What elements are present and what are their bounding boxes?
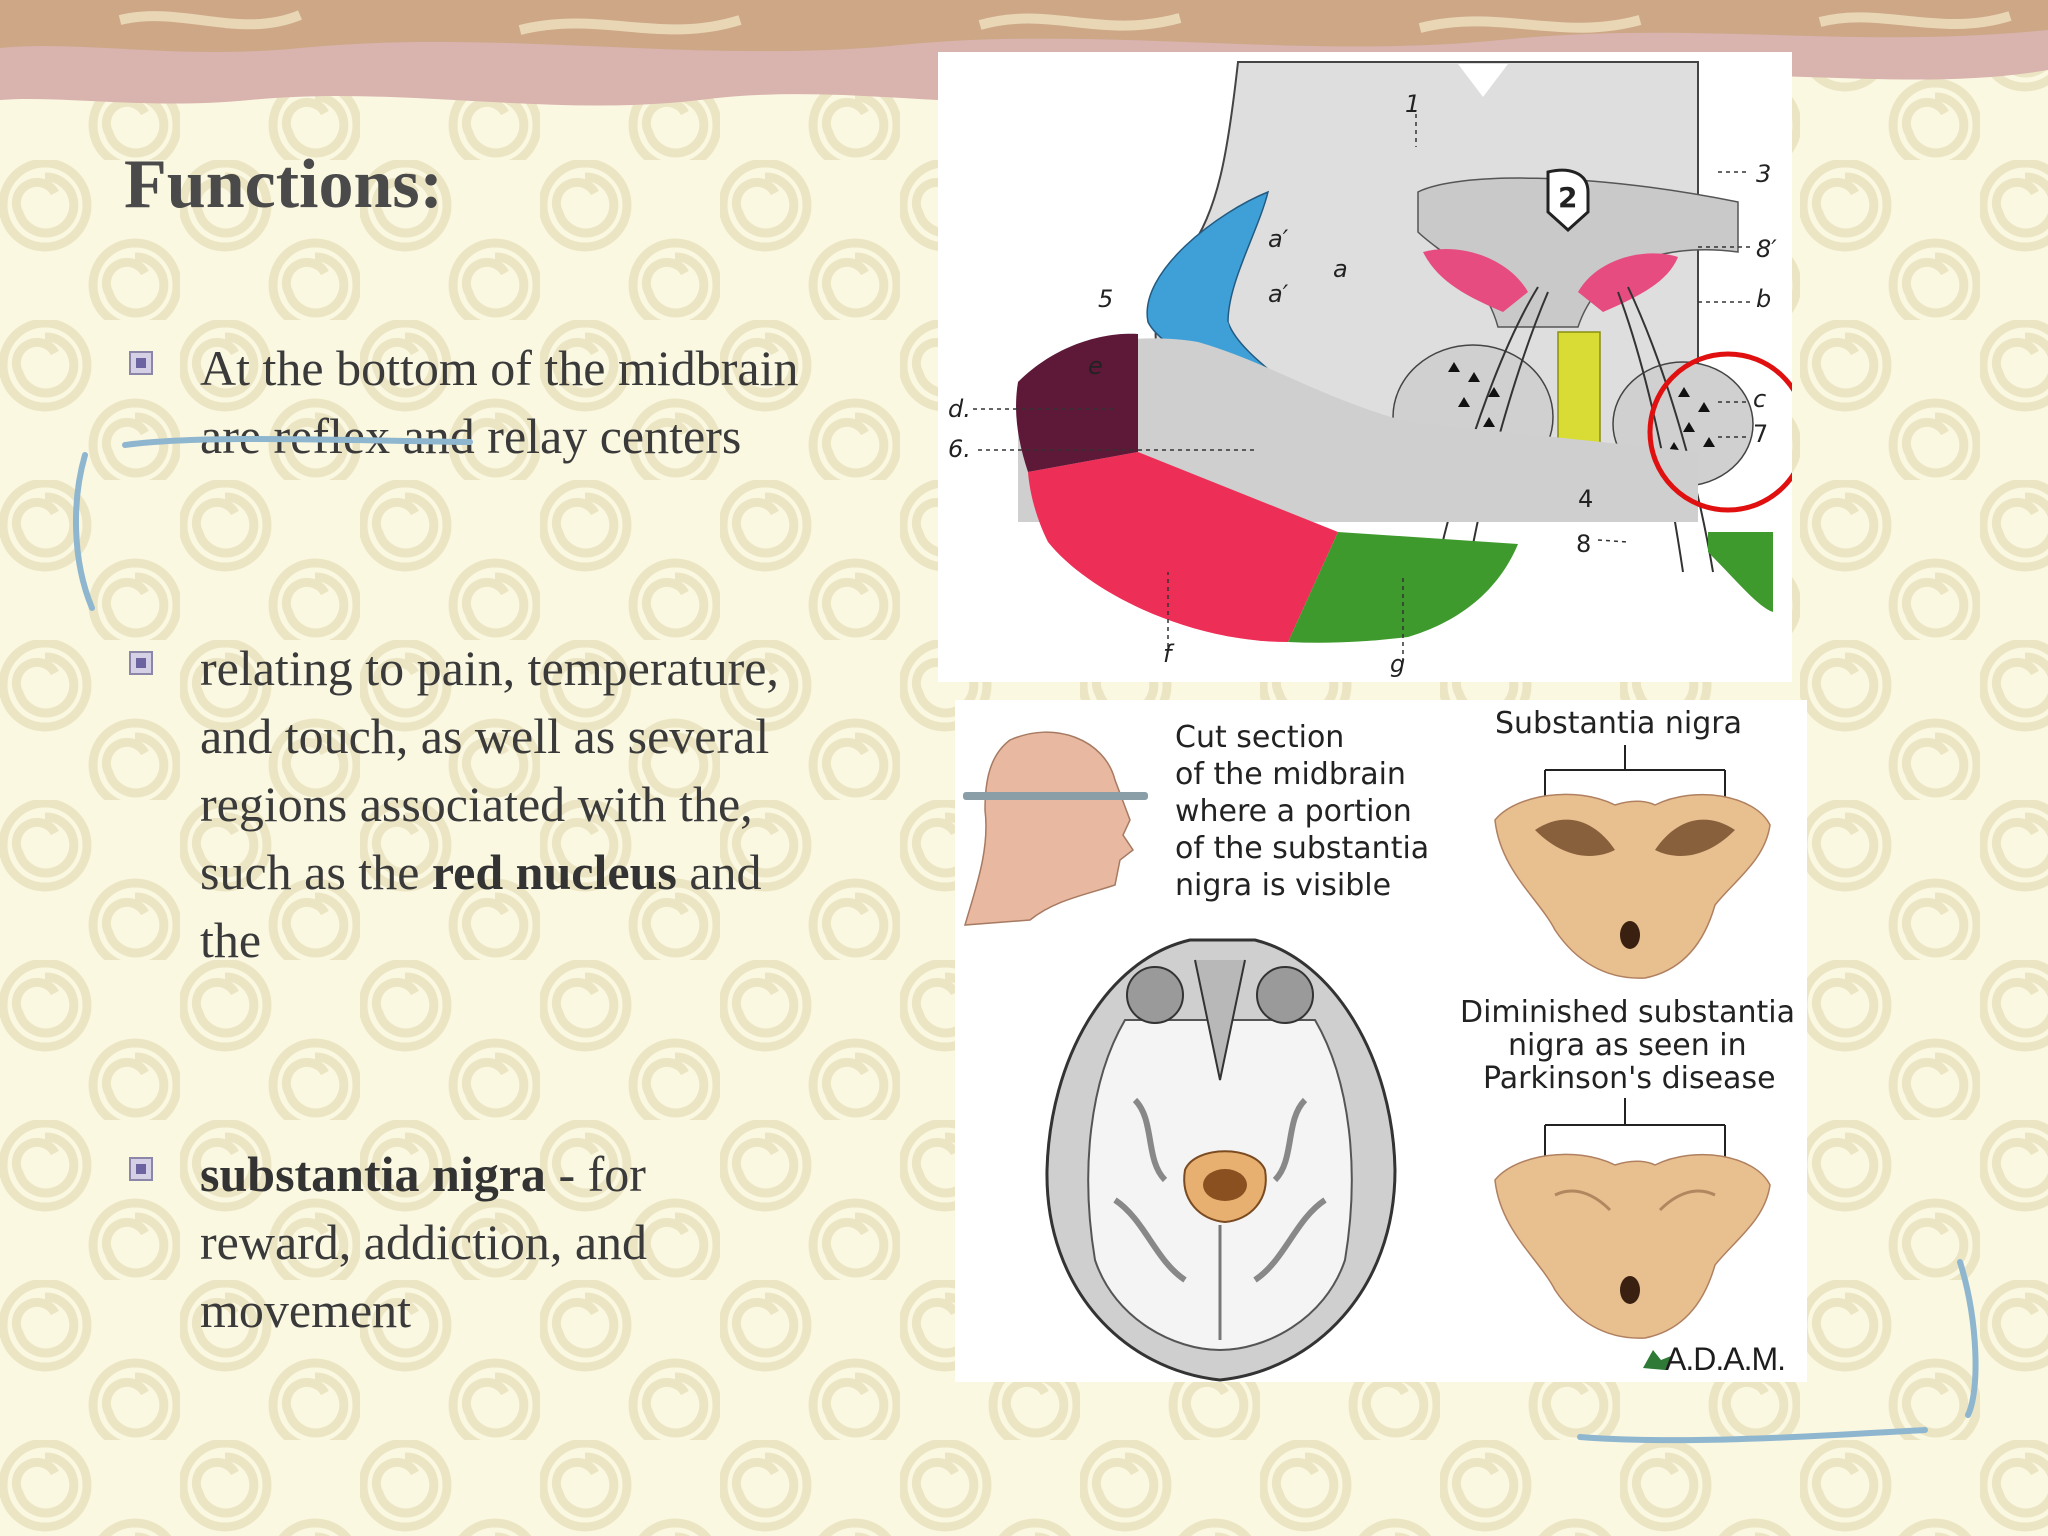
svg-text:of the substantia: of the substantia [1175, 831, 1429, 866]
svg-text:a: a [1333, 255, 1348, 283]
svg-text:Cut section: Cut section [1175, 720, 1344, 755]
normal-midbrain-section [1494, 793, 1771, 979]
bullet-square-icon [129, 1157, 153, 1181]
bullet-text-pain: relating to pain, temperature, and touch… [200, 640, 779, 968]
svg-text:nigra is visible: nigra is visible [1175, 868, 1391, 903]
svg-text:e: e [1088, 352, 1103, 380]
svg-text:b: b [1756, 285, 1771, 313]
adam-logo: A.D.A.M. [1643, 1341, 1786, 1377]
svg-text:nigra as seen in: nigra as seen in [1508, 1028, 1747, 1063]
svg-text:g: g [1390, 650, 1405, 678]
head-profile-illustration [963, 731, 1148, 926]
svg-text:Substantia nigra: Substantia nigra [1495, 706, 1742, 741]
parkinsons-midbrain-section [1494, 1153, 1771, 1339]
svg-text:of the midbrain: of the midbrain [1175, 757, 1406, 792]
svg-text:where a portion: where a portion [1175, 794, 1412, 829]
svg-text:2: 2 [1558, 181, 1577, 214]
svg-text:8: 8 [1576, 530, 1591, 558]
svg-text:Parkinson's disease: Parkinson's disease [1483, 1061, 1776, 1096]
midbrain-cross-section-diagram: 1 2 3 8′ b 5 a′ a a′ e d. 6. c 7 4 8 f g [938, 52, 1792, 682]
bullet-text-substantia: substantia nigra - for reward, addiction… [200, 1146, 648, 1338]
bullet-square-icon [129, 651, 153, 675]
svg-text:1: 1 [1405, 90, 1420, 118]
svg-text:a′: a′ [1268, 225, 1289, 253]
svg-text:a′: a′ [1268, 280, 1289, 308]
substantia-nigra-term: substantia nigra [200, 1146, 546, 1202]
svg-text:4: 4 [1578, 485, 1593, 513]
slide-title: Functions: [124, 146, 443, 223]
svg-text:c: c [1753, 385, 1766, 413]
svg-text:3: 3 [1756, 160, 1771, 188]
highlight-circle [1647, 351, 1792, 513]
red-nucleus-term: red nucleus [431, 844, 677, 900]
svg-text:7: 7 [1753, 420, 1768, 448]
bullet-text-reflex: At the bottom of the midbrain are reflex… [200, 340, 799, 464]
axial-brain-section [1045, 938, 1397, 1382]
svg-text:8′: 8′ [1756, 235, 1777, 263]
svg-text:6.: 6. [948, 435, 971, 463]
svg-text:5: 5 [1098, 285, 1113, 313]
bullet-square-icon [129, 351, 153, 375]
svg-text:d.: d. [948, 395, 971, 423]
svg-text:A.D.A.M.: A.D.A.M. [1665, 1341, 1785, 1377]
svg-text:Diminished substantia: Diminished substantia [1460, 995, 1795, 1030]
substantia-nigra-figure: Cut section of the midbrain where a port… [955, 700, 1807, 1382]
